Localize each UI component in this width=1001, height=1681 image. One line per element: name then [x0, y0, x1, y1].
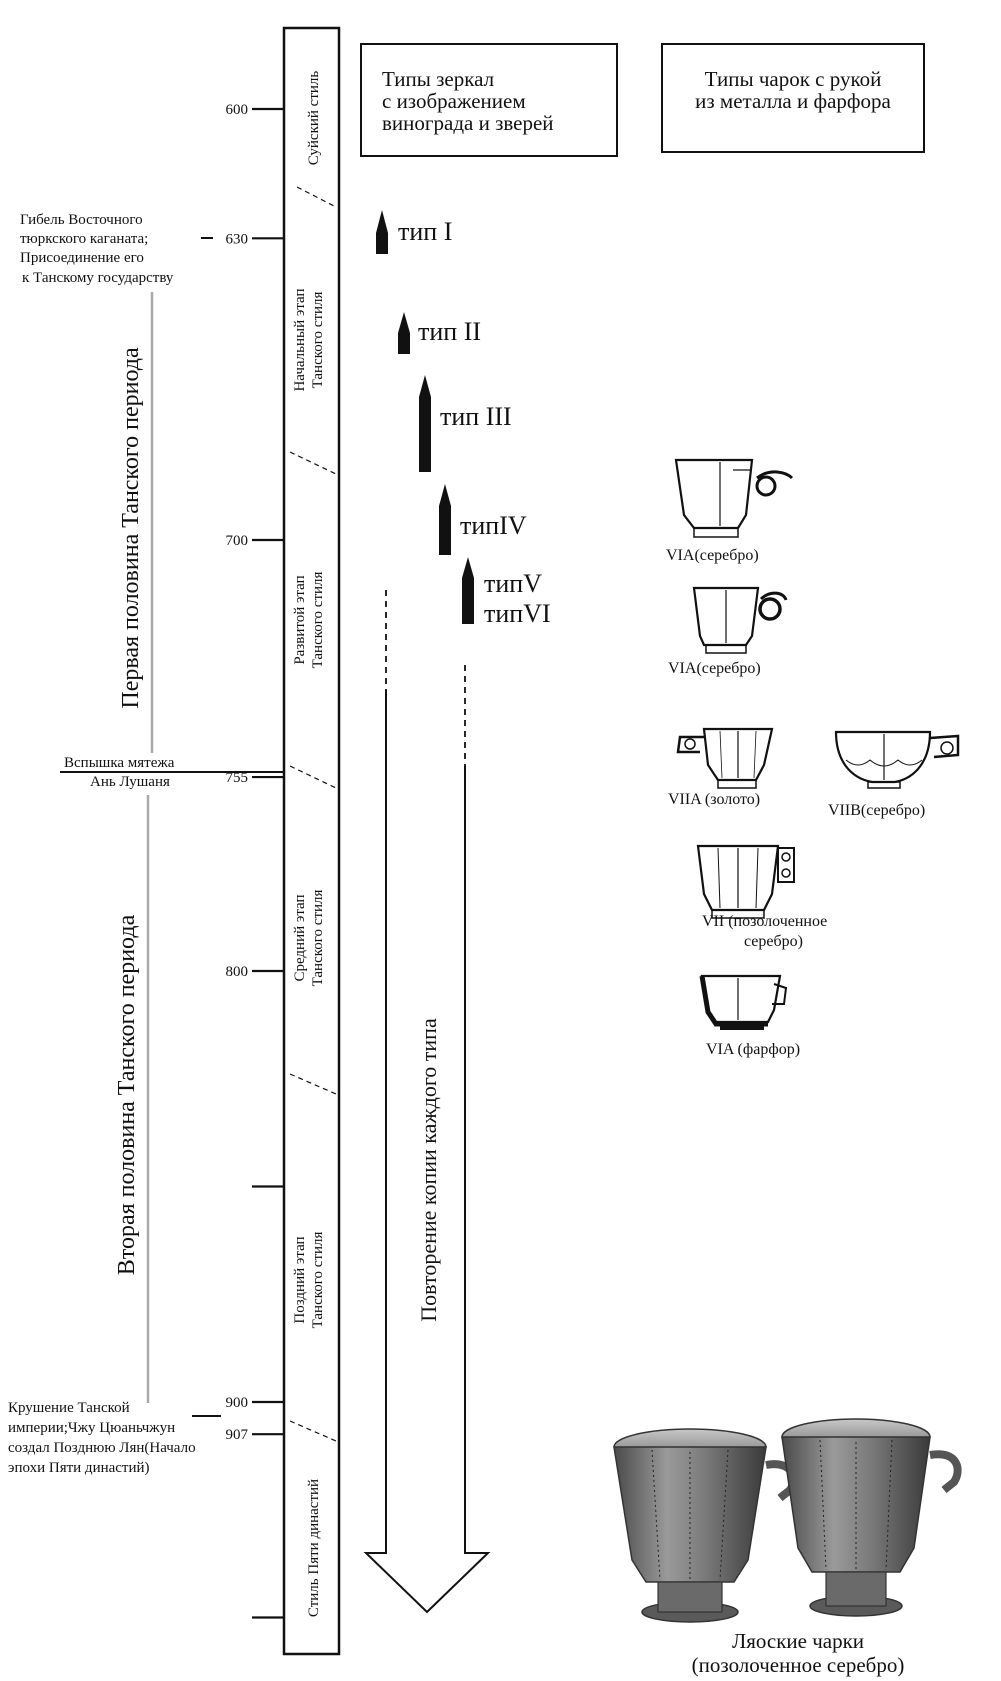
event-630-line-3: Присоединение его [20, 250, 144, 266]
cup-header-line-2: из металла и фарфора [695, 89, 891, 113]
stage-column: Суйский стиль Начальный этап Танского ст… [282, 26, 341, 1656]
event-907-line-1: Крушение Танской [8, 1400, 130, 1416]
tick-label-907: 907 [226, 1427, 249, 1443]
stage-sui: Суйский стиль [306, 71, 322, 166]
event-907-line-4: эпохи Пяти династий) [8, 1460, 150, 1476]
mirror-bar-type-3 [419, 375, 431, 472]
mirror-bar-type-5 [462, 557, 474, 624]
stage-five-dynasties: Стиль Пяти династий [306, 1479, 322, 1617]
tick-label-800: 800 [226, 964, 249, 980]
photo-caption-line-2: (позолоченное серебро) [692, 1653, 905, 1677]
mirror-header-line-3: винограда и зверей [382, 111, 554, 135]
mirror-label-type-5: типV [484, 569, 542, 598]
event-907-line-3: создал Позднюю Лян(Начало [8, 1440, 196, 1456]
mirror-types-header: Типы зеркал с изображением винограда и з… [360, 43, 618, 157]
event-630-line-2: тюркского каганата; [20, 231, 148, 247]
copy-arrow-label: Повторение копии каждого типа [416, 1018, 441, 1322]
mirror-bar-type-4 [439, 484, 451, 555]
cup-drawings: VIA(серебро) VIA(серебро) VIIA (золото) [666, 458, 960, 1058]
cup-header-line-1: Типы чарок с рукой [705, 67, 882, 91]
cup-label-5b: серебро) [744, 933, 803, 950]
liao-cups-photo [613, 1418, 962, 1623]
stage-middle-2: Танского стиля [310, 889, 326, 986]
cup-via-silver-1 [674, 458, 794, 538]
event-907: Крушение Танской империи;Чжу Цюаньчжун с… [8, 1400, 221, 1476]
stage-late-1: Поздний этап [292, 1236, 308, 1323]
cup-via-silver-2 [692, 586, 788, 654]
event-907-line-2: империи;Чжу Цюаньчжун [8, 1420, 175, 1436]
mirror-types: тип I тип II тип III типIV типV типVI [376, 210, 551, 628]
stage-middle-1: Средний этап [292, 894, 308, 981]
mirror-label-type-4: типIV [460, 511, 527, 540]
liao-cup-right [781, 1418, 962, 1617]
mirror-bar-type-2 [398, 312, 410, 354]
copy-arrow: Повторение копии каждого типа [363, 590, 491, 1614]
tick-label-600: 600 [226, 102, 249, 118]
mirror-header-line-1: Типы зеркал [382, 67, 494, 91]
cup-types-header: Типы чарок с рукой из металла и фарфора [661, 43, 925, 153]
stage-developed-2: Танского стиля [310, 571, 326, 668]
cup-via-porcelain [699, 974, 788, 1030]
cup-label-4: VIIB(серебро) [828, 802, 925, 819]
stage-early-2: Танского стиля [310, 291, 326, 388]
timeline-ticks: 600 630 700 755 800 900 907 [226, 102, 284, 1619]
mirror-label-type-6: типVI [484, 599, 551, 628]
cup-label-2: VIA(серебро) [668, 660, 761, 677]
period-second-half: Вторая половина Танского периода [114, 914, 140, 1275]
event-630-line-1: Гибель Восточного [20, 212, 143, 228]
event-630: Гибель Восточного тюркского каганата; Пр… [20, 212, 213, 286]
tick-label-900: 900 [226, 1395, 249, 1411]
mirror-header-line-2: с изображением [382, 89, 526, 113]
event-755-line-1: Вспышка мятежа [64, 755, 175, 771]
mirror-label-type-3: тип III [440, 402, 512, 431]
mirror-bar-type-1 [376, 210, 388, 254]
cup-viib-silver [834, 730, 960, 789]
event-630-line-4: к Танскому государству [22, 270, 174, 286]
cup-label-5a: VII (позолоченное [702, 913, 827, 930]
liao-cup-left [613, 1428, 798, 1623]
period-first-half: Первая половина Танского периода [118, 347, 144, 709]
tick-label-700: 700 [226, 533, 249, 549]
mirror-label-type-1: тип I [398, 217, 452, 246]
photo-caption-line-1: Ляоские чарки [732, 1629, 864, 1653]
tick-label-755: 755 [226, 770, 249, 786]
cup-viia-gold [676, 727, 774, 789]
event-755: Вспышка мятежа Ань Лушаня [60, 755, 284, 790]
cup-label-6: VIA (фарфор) [706, 1041, 800, 1058]
stage-early-1: Начальный этап [292, 288, 308, 391]
cup-vii-gilded [696, 844, 795, 919]
stage-developed-1: Развитой этап [292, 575, 308, 664]
cup-label-3: VIIA (золото) [668, 791, 760, 808]
periods: Первая половина Танского периода Вторая … [114, 292, 154, 1403]
stage-late-2: Танского стиля [310, 1231, 326, 1328]
events: Гибель Восточного тюркского каганата; Пр… [8, 212, 284, 1476]
event-755-line-2: Ань Лушаня [90, 774, 170, 790]
cup-label-1: VIA(серебро) [666, 547, 759, 564]
mirror-label-type-2: тип II [418, 317, 481, 346]
tick-label-630: 630 [226, 231, 249, 247]
